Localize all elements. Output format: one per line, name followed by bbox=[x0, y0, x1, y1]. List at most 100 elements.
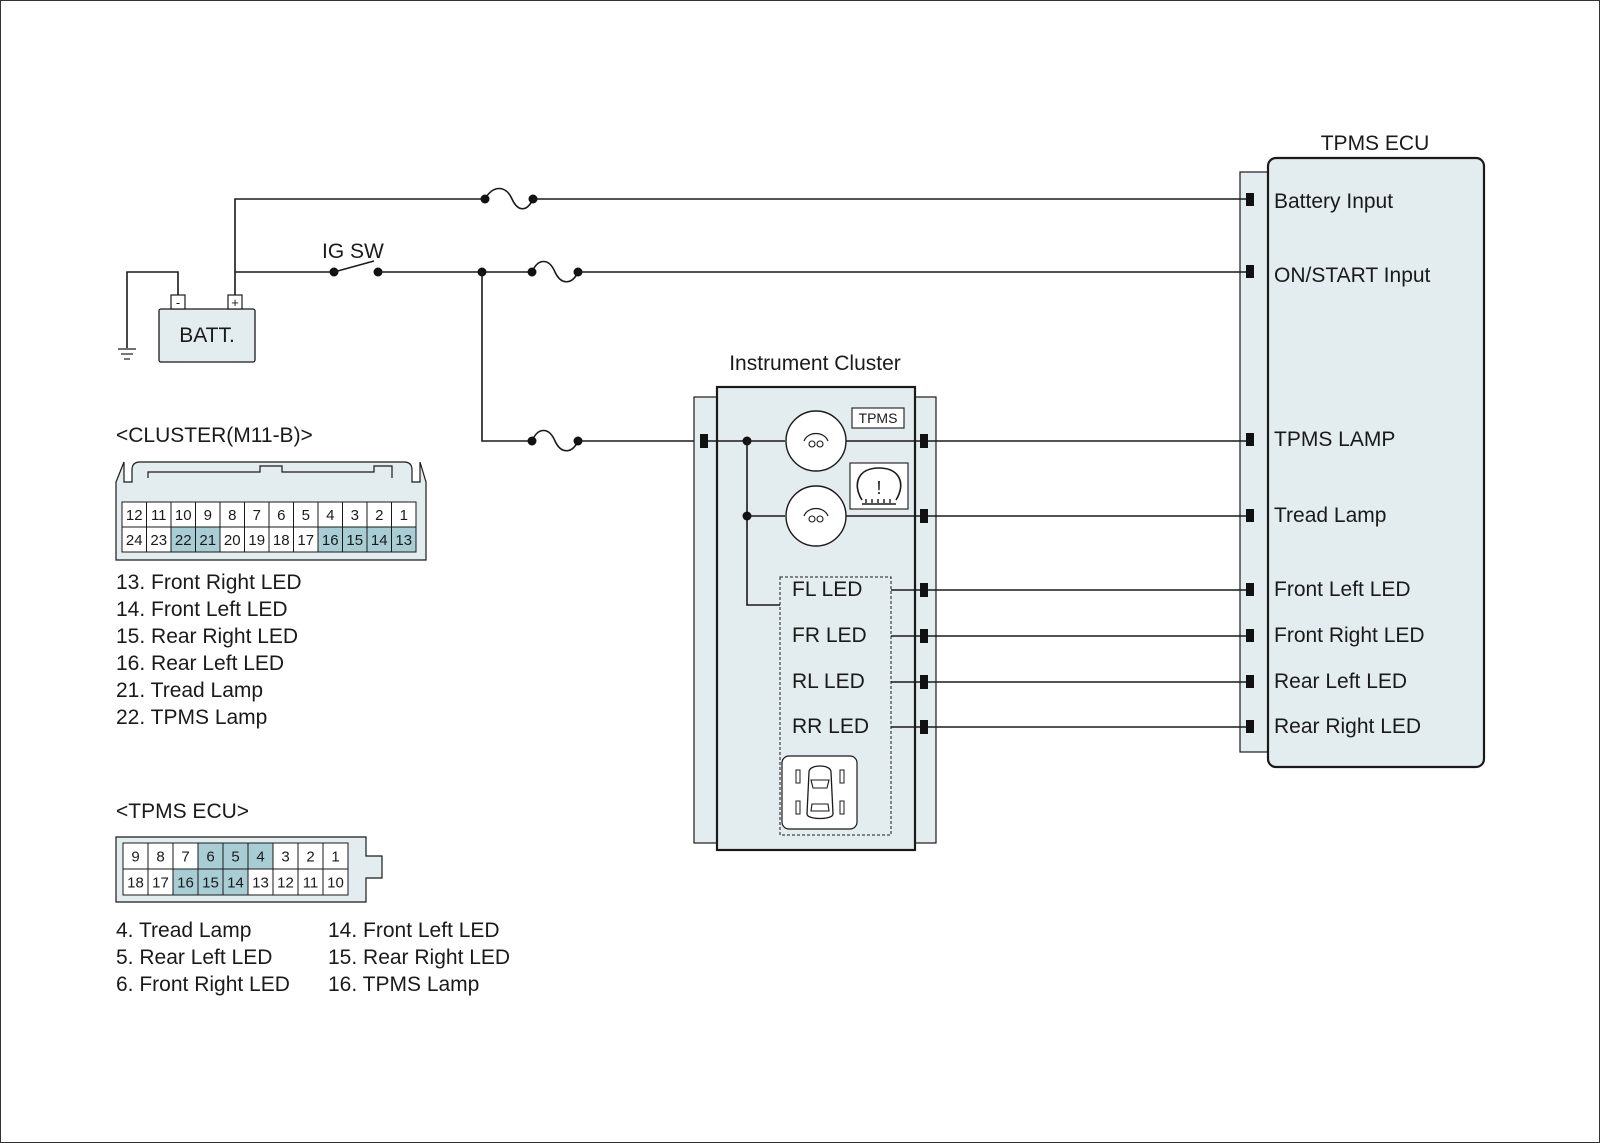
tpms-ecu-body bbox=[1266, 156, 1486, 769]
ig-switch-label: IG SW bbox=[322, 240, 384, 263]
ecu-terminal bbox=[1246, 265, 1254, 278]
ecu-legend-item: 4. Tread Lamp bbox=[116, 919, 251, 942]
fuse-node bbox=[527, 436, 537, 446]
ecu-legend-item: 5. Rear Left LED bbox=[116, 946, 272, 969]
cluster-fl-led: FL LED bbox=[792, 578, 862, 601]
connector-pin-number: 5 bbox=[302, 507, 310, 524]
connector-pin-number: 23 bbox=[150, 532, 167, 549]
connector-pin-number: 2 bbox=[375, 507, 383, 524]
connector-pin bbox=[293, 501, 319, 528]
cluster-terminal bbox=[920, 509, 928, 523]
ecu-legend-item: 15. Rear Right LED bbox=[328, 946, 510, 969]
connector-pin-number: 12 bbox=[277, 874, 294, 891]
ecu-terminal bbox=[1246, 193, 1254, 206]
cluster-legend-item: 16. Rear Left LED bbox=[116, 652, 284, 675]
ecu-terminal bbox=[1246, 675, 1254, 688]
cluster-feed-wire bbox=[481, 272, 532, 442]
tire-pressure-warning-icon bbox=[849, 462, 909, 510]
connector-pin-number: 1 bbox=[400, 507, 408, 524]
battery-input-wire bbox=[234, 198, 485, 295]
connector-pin-number: 18 bbox=[273, 532, 290, 549]
ground-icon bbox=[118, 348, 136, 360]
connector-pin bbox=[170, 501, 196, 528]
connector-pin bbox=[268, 526, 294, 553]
ig-switch-blade bbox=[333, 260, 375, 273]
battery-negative-terminal bbox=[170, 294, 186, 310]
connector-pin bbox=[172, 868, 199, 896]
ecu-label-front-right-led: Front Right LED bbox=[1274, 624, 1425, 647]
connector-pin-number: 3 bbox=[351, 507, 359, 524]
cluster-terminal bbox=[920, 629, 928, 643]
fuse-node bbox=[527, 267, 537, 277]
cluster-fuse bbox=[531, 429, 579, 452]
cluster-terminal bbox=[920, 583, 928, 597]
connector-pin-number: 19 bbox=[248, 532, 265, 549]
signal-wires bbox=[928, 440, 1246, 728]
connector-pin-number: 6 bbox=[277, 507, 285, 524]
connector-pin-number: 20 bbox=[224, 532, 241, 549]
connector-pin-number: 9 bbox=[204, 507, 212, 524]
connector-pin-number: 1 bbox=[331, 848, 339, 865]
connector-pin-number: 13 bbox=[252, 874, 269, 891]
cluster-internal-wire bbox=[746, 441, 780, 606]
connector-pin-number: 9 bbox=[131, 848, 139, 865]
connector-pin-number: 17 bbox=[297, 532, 314, 549]
cluster-terminal bbox=[920, 720, 928, 734]
ecu-terminal bbox=[1246, 509, 1254, 522]
connector-pin-number: 15 bbox=[346, 532, 363, 549]
tread-lamp-bulb-icon bbox=[785, 485, 847, 547]
connector-pin-number: 7 bbox=[253, 507, 261, 524]
ground-wire bbox=[126, 271, 179, 348]
ecu-label-tpms-lamp: TPMS LAMP bbox=[1274, 428, 1395, 451]
cluster-terminal bbox=[920, 675, 928, 689]
connector-pin bbox=[317, 526, 343, 553]
cluster-fr-led: FR LED bbox=[792, 624, 867, 647]
cluster-rl-led: RL LED bbox=[792, 670, 865, 693]
ecu-terminal bbox=[1246, 629, 1254, 642]
connector-pin-number: 13 bbox=[395, 532, 412, 549]
fuse-node bbox=[480, 194, 490, 204]
tpms-badge-text: TPMS bbox=[859, 410, 898, 426]
ecu-terminal bbox=[1246, 720, 1254, 733]
ecu-label-front-left-led: Front Left LED bbox=[1274, 578, 1411, 601]
warning-symbol: ! bbox=[876, 478, 881, 498]
battery-pos-sign: + bbox=[231, 295, 239, 310]
connector-pin-number: 3 bbox=[281, 848, 289, 865]
instrument-cluster: Instrument Cluster TPMS ! FL LED bbox=[693, 352, 937, 852]
cluster-left-strip bbox=[693, 396, 719, 844]
connector-pin-number: 10 bbox=[327, 874, 344, 891]
cluster-terminal bbox=[700, 434, 708, 448]
connector-pin-number: 12 bbox=[126, 507, 143, 524]
cluster-rr-led: RR LED bbox=[792, 715, 869, 738]
battery-label: BATT. bbox=[179, 324, 235, 347]
ecu-terminal bbox=[1246, 583, 1254, 596]
tpms-ecu-title: TPMS ECU bbox=[1321, 132, 1430, 155]
ecu-label-rear-left-led: Rear Left LED bbox=[1274, 670, 1407, 693]
ecu-legend-item: 16. TPMS Lamp bbox=[328, 973, 479, 996]
ecu-label-battery-input: Battery Input bbox=[1274, 190, 1393, 213]
connector-pin-number: 24 bbox=[126, 532, 143, 549]
ecu-legend-item: 14. Front Left LED bbox=[328, 919, 500, 942]
connector-pin-number: 15 bbox=[202, 874, 219, 891]
ecu-connector-title: <TPMS ECU> bbox=[116, 800, 249, 823]
battery-neg-sign: - bbox=[176, 295, 180, 310]
connector-pin-number: 16 bbox=[322, 532, 339, 549]
led-panel bbox=[779, 576, 892, 836]
connector-pin bbox=[147, 868, 174, 896]
ecu-legend-item: 6. Front Right LED bbox=[116, 973, 290, 996]
cluster-legend-item: 15. Rear Right LED bbox=[116, 625, 298, 648]
connector-pin-number: 6 bbox=[206, 848, 214, 865]
cluster-title: Instrument Cluster bbox=[729, 352, 901, 375]
connector-pin-number: 17 bbox=[152, 874, 169, 891]
connector-pin bbox=[366, 526, 392, 553]
connector-pin-number: 11 bbox=[303, 874, 319, 891]
ecu-terminal bbox=[1246, 433, 1254, 446]
connector-pin-number: 22 bbox=[175, 532, 192, 549]
cluster-legend-item: 13. Front Right LED bbox=[116, 571, 302, 594]
connector-pin bbox=[272, 868, 299, 896]
